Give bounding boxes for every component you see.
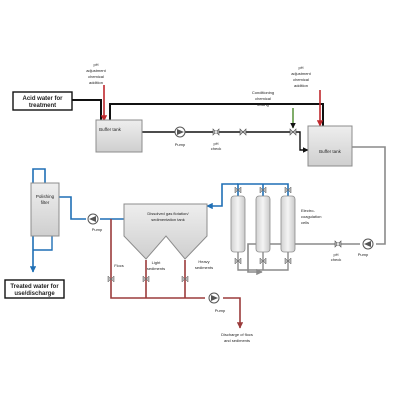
conditioning-label: Conditioning chemical dosing: [252, 90, 274, 107]
buffer-tank-right: Buffer tank: [307, 125, 353, 167]
sludge-valves-icon: [107, 275, 189, 283]
pump-bottom-icon: [208, 292, 220, 304]
pump-top-icon: [174, 126, 186, 138]
conditioning-2: chemical: [255, 96, 271, 101]
pump-left-label: Pump: [92, 227, 103, 232]
buffer-tank-left-label: Buffer tank: [99, 127, 121, 132]
ph-adjust-left-1: pH: [93, 62, 98, 67]
acid-water-label-2: treatment: [29, 103, 56, 109]
pump-right-label: Pump: [358, 252, 369, 257]
pipe-acid-inlet: [72, 99, 102, 120]
buffer-tank-right-label: Buffer tank: [319, 149, 341, 154]
pipe-grey-right: [352, 146, 386, 245]
ec-label-1: Electro-: [301, 208, 315, 213]
ph-adjust-right-1: pH: [298, 65, 303, 70]
ph-check-bottom-label-1: pH: [333, 252, 338, 257]
ph-check-top-icon: [212, 128, 220, 136]
ec-cell-1: [230, 195, 246, 253]
ph-adjust-right-4: addition: [294, 83, 308, 88]
discharge-label-2: and sediments: [224, 338, 250, 343]
ec-label-3: cells: [301, 220, 309, 225]
cell-valves-icon: [234, 186, 292, 265]
dgf-sedimentation-tank: Dissolved gas flotation/ sedimentation t…: [123, 203, 208, 260]
discharge-label: Discharge of flocs and sediments: [221, 332, 253, 343]
ph-check-top-label-1: pH: [213, 141, 218, 146]
flocs-label: Flocs: [114, 263, 124, 268]
ph-adjust-right-2: adjustment: [291, 71, 311, 76]
pipe-grey-bottom: [247, 243, 360, 276]
dgf-label-2: sedimentation tank: [151, 217, 185, 222]
heavy-sediments-label-2: sediments: [195, 265, 213, 270]
polishing-filter-label-2: filter: [41, 200, 50, 205]
conditioning-1: Conditioning: [252, 90, 274, 95]
treated-water-label-1: Treated water for: [10, 284, 59, 290]
ec-cell-2: [255, 195, 271, 253]
ph-adjust-right-3: chemical: [293, 77, 309, 82]
discharge-label-1: Discharge of flocs: [221, 332, 253, 337]
valve-top-icon: [239, 128, 247, 136]
sediment-labels: Flocs Light sediments Heavy sediments: [114, 259, 213, 271]
polishing-filter-label-1: Polishing: [36, 194, 55, 199]
ph-check-bottom-icon: [334, 240, 342, 248]
pump-top-label: Pump: [175, 142, 186, 147]
pipe-blue-filter-bottom: [33, 236, 53, 251]
pump-bottom-label: Pump: [215, 308, 226, 313]
heavy-sediments-label-1: Heavy: [198, 259, 209, 264]
light-sediments-label-1: Light: [152, 260, 162, 265]
buffer-tank-left: Buffer tank: [95, 119, 143, 153]
ec-label-2: coagulation: [301, 214, 321, 219]
ph-adjust-left-3: chemical: [88, 74, 104, 79]
pipe-sludge-discharge: [223, 297, 244, 329]
acid-water-inlet-box: Acid water for treatment: [12, 91, 73, 111]
pipe-blue-to-dgf: [206, 183, 238, 210]
polishing-filter: Polishing filter: [30, 182, 60, 237]
electro-coagulation-cells: Electro- coagulation cells: [230, 195, 321, 253]
pump-left-icon: [87, 213, 99, 225]
pipe-network: [29, 85, 386, 329]
pipe-sludge-flocs: [110, 219, 205, 299]
light-sediments-label-2: sediments: [147, 266, 165, 271]
acid-water-label-1: Acid water for: [22, 96, 63, 102]
ph-check-top-label-2: check: [211, 146, 221, 151]
pipe-top-black: [109, 103, 324, 126]
valve-conditioning-icon: [289, 128, 297, 136]
ph-adjust-right-label: pH adjustment chemical addition: [291, 65, 311, 88]
pipe-buffer-to-buffer: [142, 131, 309, 153]
ph-adjust-left-2: adjustment: [86, 68, 106, 73]
treated-water-label-2: use/discharge: [14, 291, 55, 297]
ph-adjust-left-label: pH adjustment chemical addition: [86, 62, 106, 85]
ph-check-bottom-label-2: check: [331, 257, 341, 262]
ph-adjust-left-4: addition: [89, 80, 103, 85]
treated-water-outlet-box: Treated water for use/discharge: [4, 279, 65, 299]
ec-cell-3: [280, 195, 296, 253]
conditioning-3: dosing: [257, 102, 269, 107]
dgf-label-1: Dissolved gas flotation/: [147, 211, 189, 216]
pump-right-icon: [362, 238, 374, 250]
pipe-blue-pump-to-filter: [59, 196, 86, 220]
